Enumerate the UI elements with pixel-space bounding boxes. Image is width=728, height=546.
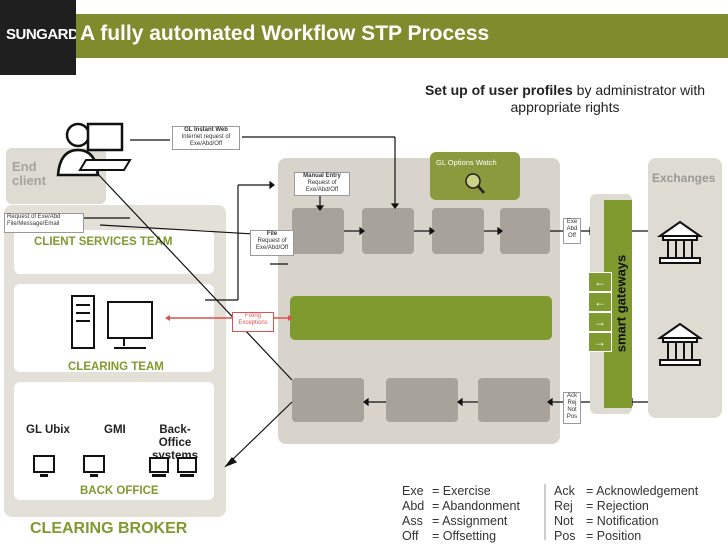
exchanges-label: Exchanges [652,171,716,185]
title-bar [76,14,728,58]
file-line2: Exe/Abd/Off [255,245,289,251]
client-services-panel [14,230,214,274]
instant-web-line2: Exe/Abd/Off [189,141,223,147]
fixing-line2: Exceptions [238,320,268,326]
legend-row: Rej = Rejection [554,499,698,514]
legend-code: Ack [554,484,575,498]
fixing-exceptions-callout: Fixing Exceptions [232,312,274,332]
instant-web-callout: GL Instant Web Internet request of Exe/A… [172,126,240,150]
gmi-label: GMI [104,424,126,436]
legend-row: Off = Offsetting [402,529,520,544]
legend-code: Ass [402,514,423,528]
request-email-line2: File/Message/Email [7,221,60,227]
legend-code: Rej [554,499,573,513]
legend-meaning: = Abandonment [432,499,520,513]
ack-rej-callout: Ack Rej Not Pos [563,392,581,424]
off-label: Off [568,233,576,239]
fixing-line1: Fixing [244,313,261,319]
file-title: File [266,231,278,237]
legend-row: Ass = Assignment [402,514,520,529]
profiles-note-bold: Set up of user profiles [424,82,573,98]
legend-meaning: = Rejection [586,499,649,513]
exchange-building-icon-2 [656,322,704,366]
instant-web-line1: Internet request of [181,134,231,140]
legend-left: Exe = Exercise Abd = Abandonment Ass = Assi… [402,484,520,544]
profiles-note-rest: by administrator with appropriate rights [510,82,706,115]
legend-row: Abd = Abandonment [402,499,520,514]
pos-label: Pos [566,414,578,420]
legend-code: Abd [402,499,425,513]
legend-row: Pos = Position [554,529,698,544]
legend-meaning: = Assignment [432,514,508,528]
clearing-broker-label: CLEARING BROKER [30,520,188,537]
gl-ubix-label: GL Ubix [26,424,70,436]
gateway-arrow-3: → [588,312,612,332]
legend-code: Off [402,529,419,543]
legend-code: Not [554,514,574,528]
legend-meaning: = Position [586,529,642,543]
legend-right: Ack = Acknowledgement Rej = Rejection Not =… [554,484,698,544]
logo-block [0,0,76,75]
legend-meaning: = Acknowledgement [586,484,699,498]
legend-meaning: = Exercise [432,484,491,498]
gateway-arrow-4: → [588,332,612,352]
gateway-arrow-1: ← [588,272,612,292]
rej-label: Rej [567,400,577,406]
legend-meaning: = Notification [586,514,659,528]
legend-row: Exe = Exercise [402,484,520,499]
instant-web-title: GL Instant Web [184,127,228,133]
clearing-team-computer-icon [71,295,153,349]
gateway-arrow-2: ← [588,292,612,312]
manual-entry-title: Manual Entry [303,173,341,179]
exe-abd-off-callout: Exe Abd Off [563,218,581,244]
options-watch-label: GL Options Watch [436,158,497,167]
back-office-label: BACK OFFICE [80,485,159,497]
exe-label: Exe [566,219,578,225]
end-client-label: End client [12,159,46,188]
profiles-note: Set up of user profiles by administrator… [410,82,720,116]
legend-code: Exe [402,484,424,498]
smart-gateways-label: smart gateways [613,254,629,353]
legend-row: Not = Notification [554,514,698,529]
legend-meaning: = Offsetting [432,529,497,543]
manual-entry-callout: Manual Entry Request of Exe/Abd/Off [294,172,350,196]
back-office-computers-icon [33,455,197,477]
legend-code: Pos [554,529,576,543]
back-office-panel [14,382,214,500]
manual-entry-line1: Request of [307,180,337,186]
sungard-logo: SUNGARD [6,26,79,43]
client-services-label: CLIENT SERVICES TEAM [34,236,173,248]
legend-row: Ack = Acknowledgement [554,484,698,499]
manual-entry-line2: Exe/Abd/Off [305,187,339,193]
file-line1: Request of [257,238,287,244]
clearing-team-label: CLEARING TEAM [68,361,164,373]
not-label: Not [567,407,577,413]
page-title: A fully automated Workflow STP Process [80,22,490,45]
user-computer-icon [56,122,132,177]
request-email-callout: Request of Exe/Abd File/Message/Email [4,213,84,233]
ack-label: Ack [566,393,577,399]
exchange-building-icon-1 [656,220,704,264]
abd-label: Abd [566,226,578,232]
request-email-line1: Request of Exe/Abd [7,214,61,220]
file-callout: File Request of Exe/Abd/Off [250,230,294,256]
